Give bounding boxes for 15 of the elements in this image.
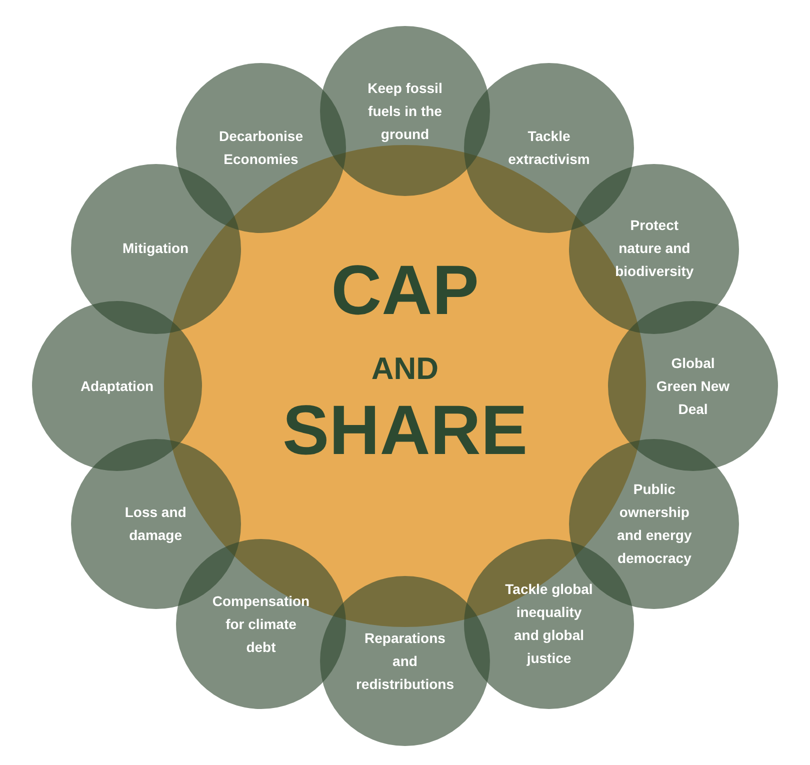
topic-label: Public ownership and energy democracy	[616, 480, 692, 568]
center-heading: SHARE	[282, 395, 528, 465]
topic-label: Mitigation	[122, 239, 190, 258]
topic-label: Compensation for climate debt	[212, 592, 310, 657]
topic-label: Tackle extractivism	[508, 126, 590, 169]
topic-label: Loss and damage	[124, 502, 188, 545]
topic-label: Tackle global inequality and global justice	[504, 580, 594, 668]
topic-label: Keep fossil fuels in the ground	[367, 78, 443, 144]
center-heading: CAP	[330, 255, 480, 325]
topic-label: Protect nature and biodiversity	[614, 216, 694, 281]
topic-label: Adaptation	[80, 376, 154, 396]
center-heading: AND	[370, 350, 440, 388]
topic-label: Decarbonise Economies	[218, 126, 304, 169]
topic-label: Global Green New Deal	[656, 354, 730, 418]
topic-label: Reparations and redistributions	[355, 628, 455, 694]
